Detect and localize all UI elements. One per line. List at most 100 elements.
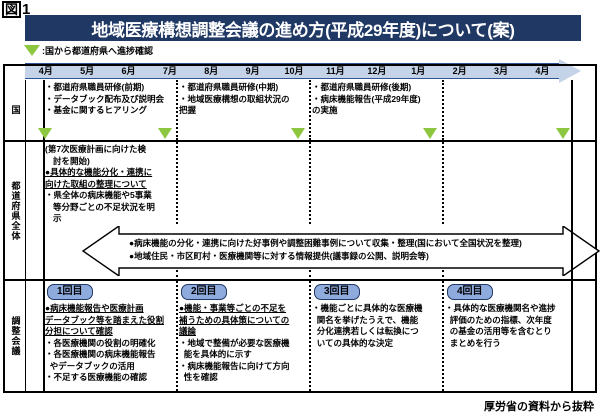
session-3-line-1: ・機能ごとに具体的な医療機 <box>312 303 423 313</box>
figure-label-number: 1 <box>22 0 31 18</box>
session-body-1: ●病床機能報告や医療計画データブック等を踏まえた役割分担について確認・各医療機関… <box>45 303 169 384</box>
row-label-text: 国 <box>10 105 21 115</box>
progress-marker-1 <box>38 128 52 139</box>
session-2-line-5: 能を具体的に示す <box>179 349 252 359</box>
session-badge-2[interactable]: 2回目 <box>181 284 227 300</box>
quarter-divider-1 <box>176 80 178 140</box>
session-2-line-2: 補うための具体策についての <box>179 314 290 325</box>
table-frame <box>3 64 597 393</box>
month-label-9: 12月 <box>367 66 387 76</box>
month-label-12: 3月 <box>493 66 508 76</box>
pref-text-line-4: 向けた取組の整理について <box>45 178 147 189</box>
month-label-8: 11月 <box>326 66 345 76</box>
session-2-line-6: ・病床機能報告に向けて方向 <box>179 360 290 371</box>
progress-marker-4 <box>423 128 437 139</box>
progress-marker-3 <box>291 128 305 139</box>
row-label-koku: 国 <box>5 80 26 140</box>
session-1-line-1: ●病床機能報告や医療計画 <box>45 303 144 313</box>
session-3-line-2: 関名を挙げたうえで、機能 <box>312 314 419 325</box>
source-credit: 厚労省の資料から抜粋 <box>484 401 594 413</box>
session-column-3: 3回目・機能ごとに具体的な医療機 関名を挙げたうえで、機能 分化連携若しくは転換… <box>310 281 440 391</box>
quarter-divider-2 <box>309 142 311 224</box>
row-label-text: 調整会議 <box>10 316 21 356</box>
quarter-divider-3 <box>442 281 444 391</box>
month-label-6: 9月 <box>245 66 260 76</box>
koku-cell-2: ・都道府県職員研修(中期) ・地域医療構想の取組状況の 把握 <box>179 82 290 115</box>
double-headed-arrow-banner: ●病床機能の分化・連携に向けた好事例や調整困難事例について収集・整理(国において… <box>81 226 600 276</box>
pref-text-line-3: ●具体的な機能分化・連携に <box>45 167 153 177</box>
legend-label: :国から都道府県へ進捗確認 <box>42 45 153 56</box>
pref-text-line-6: 等分野ごとの不足状況を明 <box>53 201 155 212</box>
quarter-divider-3 <box>442 80 444 140</box>
month-label-11: 2月 <box>452 66 467 76</box>
arrow-banner-line-2: ●地域住民・市区町村・医療機関等に対する情報提供(議事録の公開、説明会等) <box>129 251 429 261</box>
row-right-pad <box>571 142 595 279</box>
figure-label-box: 図 <box>2 1 22 18</box>
pref-text-block: (第7次医療計画に向けた検討を開始)●具体的な機能分化・連携に向けた取組の整理に… <box>45 144 163 225</box>
table-row: 都道府県全体 (第7次医療計画に向けた検討を開始)●具体的な機能分化・連携に向け… <box>5 142 600 281</box>
session-4-line-1: ・具体的な医療機関名や進捗 <box>445 303 556 313</box>
session-2-line-4: ・地域で整備が必要な医療機 <box>179 337 290 348</box>
month-label-5: 8月 <box>204 66 219 76</box>
session-2-line-7: 性を確認 <box>179 372 218 382</box>
session-body-2: ●機能・事業等ごとの不足を補うための具体策についての議論・地域で整備が必要な医療… <box>179 303 303 384</box>
month-label-13: 4月 <box>535 66 550 76</box>
row-right-pad <box>571 281 595 391</box>
session-4-line-3: の基金の活用等を含むとり <box>445 326 552 336</box>
koku-cell-3: ・都道府県職員研修(後期) ・病床機能報告(平成29年度) の実施 <box>312 82 421 115</box>
row-label-text: 都道府県全体 <box>10 180 21 241</box>
session-1-line-5: ・各医療機関の病床機能報告 <box>45 349 156 359</box>
session-1-line-6: やデータブックの活用 <box>45 360 135 371</box>
month-label-10: 1月 <box>411 66 426 76</box>
quarter-divider-lower-1 <box>176 270 178 281</box>
session-2-line-3: 議論 <box>179 326 197 336</box>
session-column-4: 4回目・具体的な医療機関名や進捗 評価のための指標、次年度 の基金の活用等を含む… <box>443 281 573 391</box>
arrow-banner-text: ●病床機能の分化・連携に向けた好事例や調整困難事例について収集・整理(国において… <box>129 237 522 263</box>
quarter-divider-2 <box>309 80 311 140</box>
session-badge-1[interactable]: 1回目 <box>47 284 93 300</box>
table-row: 国 ・都道府県職員研修(前期) ・データブック配布及び説明会 ・基金に関するヒア… <box>5 80 595 142</box>
quarter-divider-2 <box>309 281 311 391</box>
session-4-line-2: 評価のための指標、次年度 <box>445 314 552 325</box>
month-label-4: 7月 <box>162 66 177 76</box>
session-1-line-2: データブック等を踏まえた役割 <box>45 314 165 325</box>
row-gutter <box>25 142 45 279</box>
session-column-2: 2回目 ●機能・事業等ごとの不足を補うための具体策についての議論・地域で整備が必要… <box>177 281 307 391</box>
axis-band <box>25 63 563 79</box>
row-right-pad <box>571 80 595 140</box>
arrow-banner-line-1: ●病床機能の分化・連携に向けた好事例や調整困難事例について収集・整理(国において… <box>129 238 522 248</box>
month-labels: 4月 5月 6月 7月 8月 9月 10月 11月 12月 1月 2月 3月 4月 <box>25 63 563 79</box>
double-arrow-shape-icon <box>81 226 600 276</box>
quarter-divider-3 <box>442 142 444 224</box>
month-label-1: 4月 <box>38 66 53 76</box>
progress-marker-2 <box>158 128 172 139</box>
row-label-kaigi: 調整会議 <box>5 281 26 391</box>
progress-marker-5 <box>556 128 570 139</box>
page-title: 地域医療構想調整会議の進め方(平成29年度)について(案) <box>25 15 581 41</box>
session-body-3: ・機能ごとに具体的な医療機 関名を挙げたうえで、機能 分化連携若しくは転換につ … <box>312 303 436 349</box>
session-column-1: 1回目 ●病床機能報告や医療計画データブック等を踏まえた役割分担について確認・各医… <box>43 281 173 391</box>
session-badge-3[interactable]: 3回目 <box>314 284 360 300</box>
pref-text-line-2: 討を開始) <box>53 155 90 166</box>
session-body-4: ・具体的な医療機関名や進捗 評価のための指標、次年度 の基金の活用等を含むとり … <box>445 303 569 349</box>
koku-cell-1: ・都道府県職員研修(前期) ・データブック配布及び説明会 ・基金に関するヒアリン… <box>45 82 165 115</box>
row-gutter <box>25 281 45 391</box>
session-1-line-7: ・不足する医療機能の確認 <box>45 372 148 382</box>
timeline-axis: 4月 5月 6月 7月 8月 9月 10月 11月 12月 1月 2月 3月 4月 <box>25 59 581 83</box>
row-content-pref: (第7次医療計画に向けた検討を開始)●具体的な機能分化・連携に向けた取組の整理に… <box>43 142 600 281</box>
session-badge-4[interactable]: 4回目 <box>447 284 493 300</box>
pref-text-line-1: (第7次医療計画に向けた検 <box>45 144 147 154</box>
quarter-divider-lower-3 <box>442 270 444 281</box>
row-content-koku: ・都道府県職員研修(前期) ・データブック配布及び説明会 ・基金に関するヒアリン… <box>38 80 573 140</box>
session-2-line-1: ●機能・事業等ごとの不足を <box>179 303 287 313</box>
month-label-2: 5月 <box>80 66 95 76</box>
month-label-7: 10月 <box>284 66 304 76</box>
row-content-kaigi: 1回目 ●病床機能報告や医療計画データブック等を踏まえた役割分担について確認・各医… <box>43 281 573 391</box>
row-gutter <box>25 80 45 140</box>
session-4-line-4: まとめを行う <box>445 337 501 348</box>
month-label-3: 6月 <box>121 66 136 76</box>
row-label-pref: 都道府県全体 <box>5 142 26 279</box>
session-1-line-3: 分担について確認 <box>45 326 113 336</box>
